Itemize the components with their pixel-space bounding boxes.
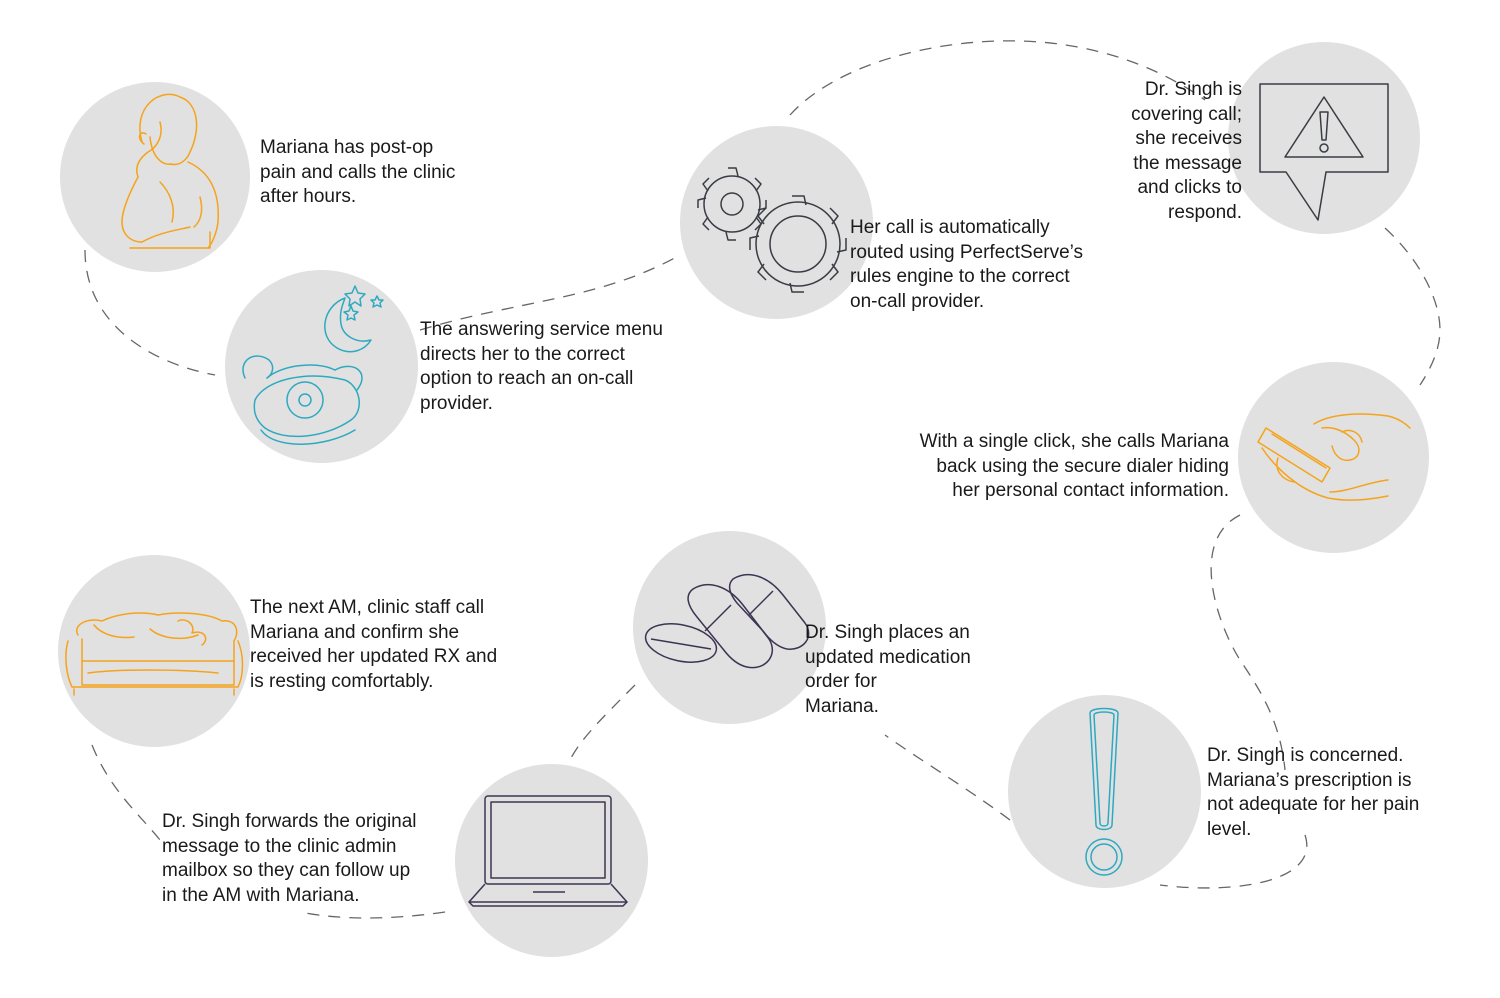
exclamation-icon (1085, 707, 1123, 876)
step-text-post-op-call: Mariana has post-op pain and calls the c… (260, 137, 456, 207)
step-circle-forward-message (455, 764, 648, 957)
step-circle-post-op-call (60, 82, 250, 272)
alert-message-icon (1259, 83, 1389, 221)
step-text-secure-dialer: With a single click, she calls Mariana b… (919, 431, 1229, 501)
step-circle-next-am-followup (58, 555, 250, 747)
step-circle-answering-service (225, 270, 418, 463)
step-text-auto-routing: Her call is automatically routed using P… (850, 217, 1084, 312)
sofa-icon (65, 612, 244, 696)
step-text-answering-service: The answering service menu directs her t… (420, 319, 663, 414)
step-circle-medication-order (633, 531, 826, 724)
step-text-concerned: Dr. Singh is concerned. Mariana’s prescr… (1207, 745, 1420, 840)
step-text-next-am-followup: The next AM, clinic staff call Mariana a… (250, 597, 498, 692)
woman-on-phone-icon (121, 93, 219, 249)
step-text-forward-message: Dr. Singh forwards the original message … (162, 811, 417, 906)
pills-icon (644, 574, 810, 669)
step-circle-concerned (1008, 695, 1201, 888)
step-circle-secure-dialer (1238, 362, 1429, 553)
hand-phone-icon (1257, 413, 1411, 501)
step-circle-covering-call (1228, 42, 1420, 234)
laptop-icon (468, 795, 628, 907)
step-text-medication-order: Dr. Singh places an updated medication o… (805, 622, 971, 717)
step-circle-auto-routing (680, 126, 873, 319)
step-text-covering-call: Dr. Singh is covering call; she receives… (1131, 79, 1242, 223)
rotary-phone-moon-icon (242, 285, 384, 445)
gears-icon (697, 167, 847, 293)
